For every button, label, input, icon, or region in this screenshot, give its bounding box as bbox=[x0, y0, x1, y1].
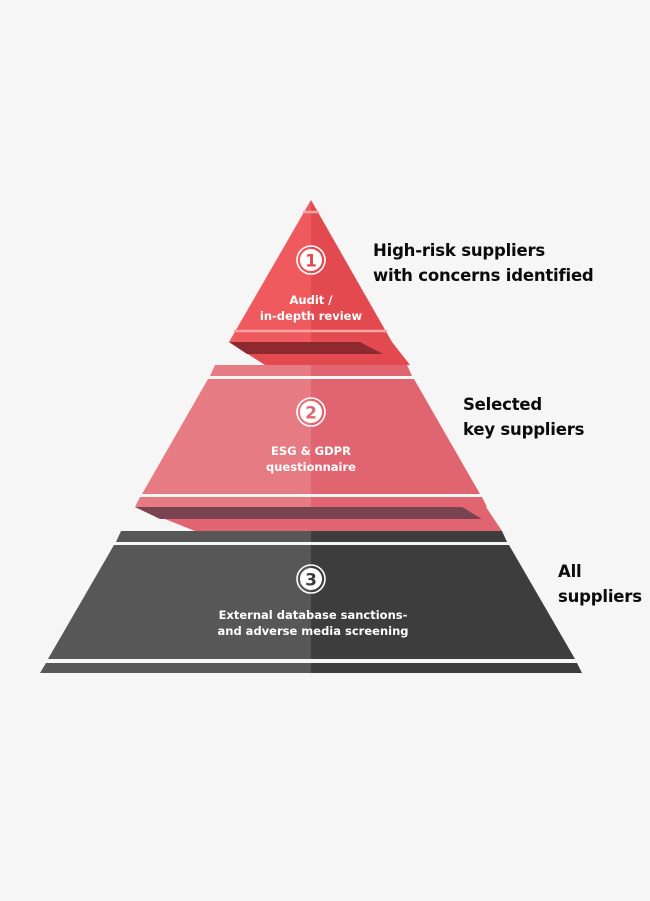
tier-1-side-label-line-1: High-risk suppliers bbox=[373, 241, 546, 260]
tier-1-number: 1 bbox=[305, 252, 317, 272]
tier-2 bbox=[135, 365, 487, 507]
tier-2-base-right bbox=[311, 497, 487, 507]
tier-1-connector bbox=[229, 342, 410, 365]
tier-1-body-right bbox=[311, 200, 392, 342]
tier-2-badge-fill bbox=[300, 401, 322, 423]
tier-3-number-badge: 3 bbox=[296, 564, 326, 594]
tier-2-body-left bbox=[142, 379, 311, 494]
tier-3-badge-ring bbox=[296, 564, 326, 594]
tier-3-side-label-line-1: All bbox=[558, 562, 582, 581]
tier-2-shadow-band bbox=[135, 507, 482, 519]
tier-3-body-left bbox=[48, 545, 311, 659]
tier-2-top-band-left bbox=[210, 365, 311, 376]
tier-1-badge-ring bbox=[296, 245, 326, 275]
tier-1-title-line-1: Audit / bbox=[290, 293, 334, 307]
tier-2-body-right bbox=[311, 379, 480, 494]
tier-3-number: 3 bbox=[305, 571, 317, 591]
tier-2-side-label-line-1: Selected bbox=[463, 395, 542, 414]
tier-2-side-label-line-2: key suppliers bbox=[463, 420, 585, 439]
tier-3-title-line-1: External database sanctions- bbox=[219, 608, 408, 622]
tier-2-connector bbox=[135, 507, 502, 531]
tier-1-body-left bbox=[229, 200, 311, 342]
tier-1-side-label-line-2: with concerns identified bbox=[373, 266, 594, 285]
tier-2-number: 2 bbox=[305, 404, 317, 424]
tier-1-title-line-2: in-depth review bbox=[260, 309, 363, 323]
tier-2-title-line-1: ESG & GDPR bbox=[271, 444, 351, 458]
tier-3-top-band-left bbox=[116, 531, 311, 542]
tier-3-base-right bbox=[311, 663, 582, 673]
tier-3-side-label-line-2: suppliers bbox=[558, 587, 642, 606]
tier-3-badge-fill bbox=[300, 568, 322, 590]
tier-3-top-band-right bbox=[311, 531, 507, 542]
tier-2-badge-ring bbox=[296, 397, 326, 427]
tier-1-badge-fill bbox=[300, 249, 322, 271]
tier-3 bbox=[40, 531, 582, 673]
tier-3-side-label: All suppliers bbox=[558, 559, 642, 609]
tier-3-title-line-2: and adverse media screening bbox=[218, 624, 409, 638]
tier-2-side-label: Selected key suppliers bbox=[463, 392, 584, 442]
tier-2-top-band-right bbox=[311, 365, 412, 376]
tier-1-number-badge: 1 bbox=[296, 245, 326, 275]
tier-2-number-badge: 2 bbox=[296, 397, 326, 427]
tier-1-side-label: High-risk suppliers with concerns identi… bbox=[373, 238, 594, 288]
tier-2-title-line-2: questionnaire bbox=[266, 460, 356, 474]
tier-2-base-left bbox=[135, 497, 311, 507]
tier-3-body-right bbox=[311, 545, 575, 659]
tier-1 bbox=[229, 200, 392, 342]
tier-3-base-left bbox=[40, 663, 311, 673]
tier-1-shadow-band bbox=[229, 342, 383, 354]
